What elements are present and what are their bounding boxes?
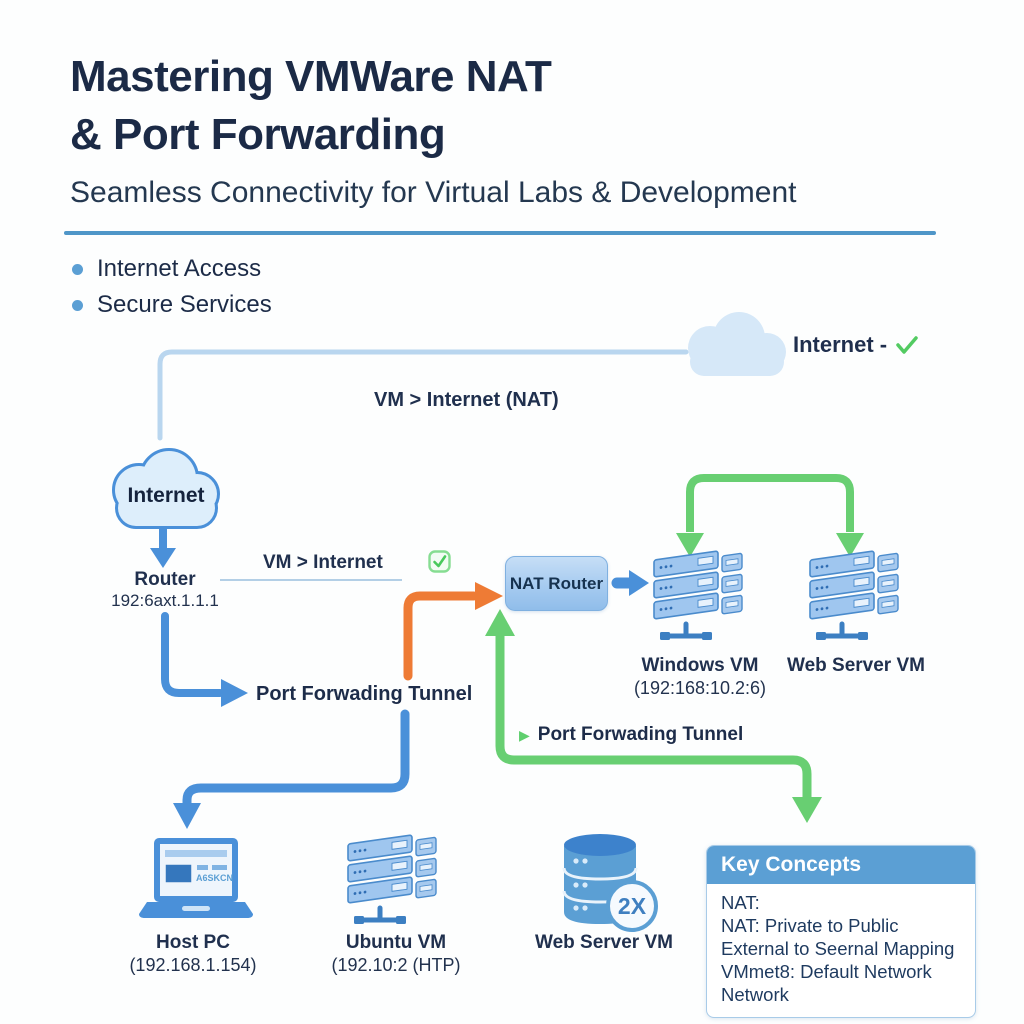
- host-pc-screen-text: A6SKCN: [196, 873, 233, 883]
- tunnel-left-label: Port Forwading Tunnel: [256, 683, 473, 705]
- arrow-nat-to-windows-vm: [611, 570, 649, 596]
- nat-router-box: NAT Router: [505, 556, 608, 611]
- web-server-vm-top-icon: [809, 550, 899, 640]
- bullet-item-internet-access: Internet Access: [72, 251, 272, 287]
- page-title-line2: & Port Forwarding: [70, 110, 446, 159]
- triangle-bullet-icon: ▶: [519, 727, 530, 743]
- bullet-item-secure-services: Secure Services: [72, 287, 272, 323]
- arrow-router-to-tunnel-label: [161, 612, 248, 707]
- badge-circle: [606, 880, 658, 932]
- arrow-orange-to-nat-router: [403, 582, 503, 681]
- tunnel-right-row: ▶ Port Forwading Tunnel: [519, 724, 743, 746]
- key-concept-line: VMmet8: Default Network: [721, 960, 932, 982]
- nat-router-label: NAT Router: [509, 573, 604, 593]
- connector-host-to-internet-line: [157, 349, 689, 441]
- host-pc-label: Host PC: [156, 932, 230, 953]
- arrow-green-tunnel: [485, 609, 822, 823]
- internet-cloud-left-icon: [112, 448, 220, 529]
- router-label: Router: [134, 569, 196, 590]
- arrow-tunnel-to-host-pc: [173, 709, 410, 829]
- web-server-db-icon: 2X: [562, 834, 658, 932]
- tunnel-right-label: Port Forwading Tunnel: [537, 724, 744, 745]
- arrow-green-bracket-vms: [676, 474, 864, 557]
- check-icon: [896, 336, 918, 354]
- key-concepts-title: Key Concepts: [707, 846, 975, 884]
- windows-vm-label: Windows VM: [641, 655, 759, 676]
- bullet-label: Secure Services: [97, 291, 272, 318]
- internet-cloud-top-icon: [688, 312, 786, 376]
- nat-flow-label: VM > Internet (NAT): [374, 389, 559, 411]
- internet-left-label: Internet: [127, 484, 205, 507]
- web-server-vm-bottom-label: Web Server VM: [535, 932, 673, 953]
- ubuntu-vm-server-icon: [347, 834, 437, 924]
- bullet-dot-icon: [72, 263, 83, 275]
- host-pc-ip: (192.168.1.154): [129, 955, 257, 975]
- header-divider: [64, 231, 936, 235]
- key-concept-line: External to Seernal Mapping: [721, 937, 955, 959]
- web-server-vm-top-label: Web Server VM: [787, 655, 925, 676]
- ubuntu-vm-label: Ubuntu VM: [345, 932, 447, 953]
- windows-vm-ip: (192:168:10.2:6): [633, 678, 767, 698]
- key-concept-line: NAT: Private to Public: [721, 914, 899, 936]
- db-badge-text: 2X: [618, 893, 647, 919]
- bullet-label: Internet Access: [97, 255, 262, 282]
- windows-vm-server-icon: [653, 550, 743, 640]
- bullet-dot-icon: [72, 299, 83, 311]
- internet-top-label: Internet -: [793, 332, 888, 357]
- vm-internet-check-label: VM > Internet: [263, 552, 383, 573]
- internet-top-label-row: Internet -: [793, 332, 919, 358]
- ubuntu-vm-ip: (192.10:2 (HTP): [331, 955, 461, 975]
- key-concept-line: Network: [721, 983, 789, 1005]
- page-title-line1: Mastering VMWare NAT: [70, 52, 552, 101]
- bullet-list: Internet Access Secure Services: [72, 251, 272, 323]
- checkbox-check-icon: [428, 550, 451, 573]
- key-concepts-body: NAT: NAT: Private to Public External to …: [707, 884, 975, 1017]
- key-concept-line: NAT:: [721, 892, 760, 913]
- key-concepts-panel: Key Concepts NAT: NAT: Private to Public…: [706, 845, 976, 1018]
- host-pc-laptop-icon: A6SKCN: [139, 838, 253, 918]
- page-subtitle: Seamless Connectivity for Virtual Labs &…: [70, 176, 797, 209]
- router-ip: 192:6axt.1.1.1: [111, 591, 219, 610]
